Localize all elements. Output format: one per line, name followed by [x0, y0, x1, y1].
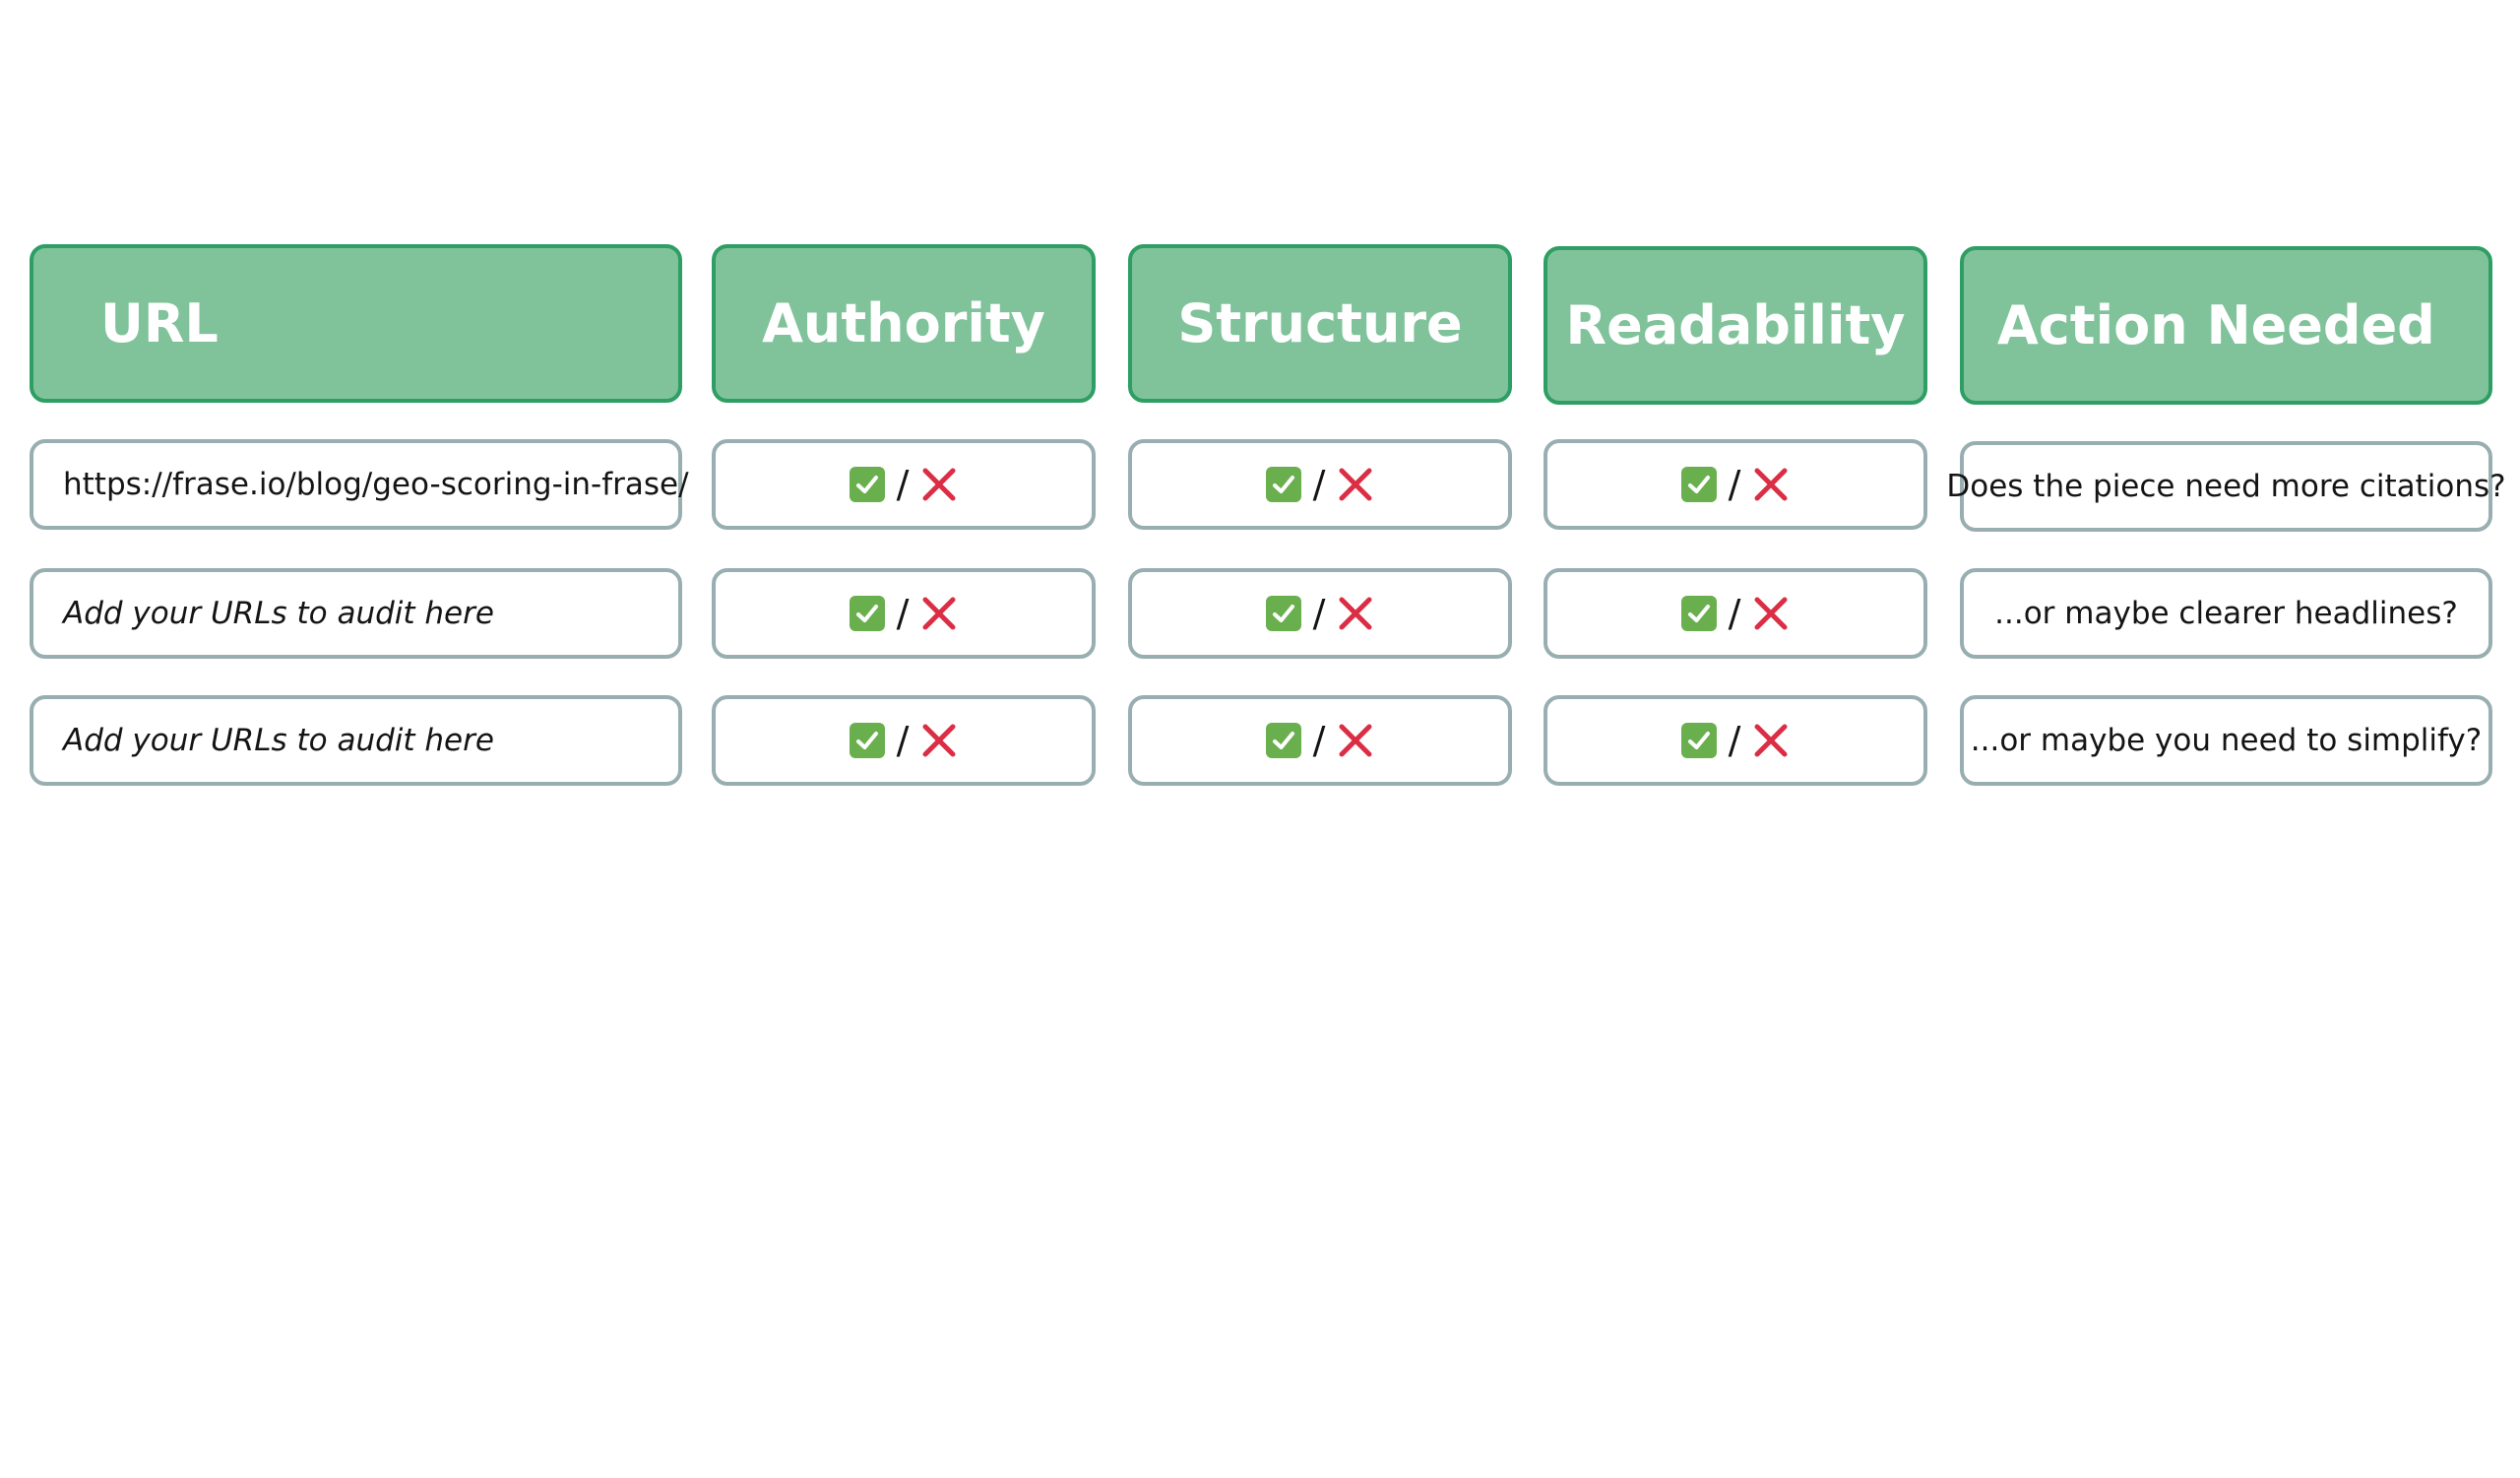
red-cross-icon — [1752, 595, 1790, 632]
action-needed-text: ...or maybe you need to simplify? — [1970, 723, 2483, 758]
separator-slash: / — [896, 463, 910, 506]
red-cross-icon — [920, 595, 958, 632]
green-check-box-icon — [849, 723, 885, 758]
green-check-box-icon — [1265, 723, 1301, 758]
separator-slash: / — [1728, 719, 1741, 762]
red-cross-icon — [1337, 595, 1374, 632]
url-field[interactable]: Add your URLs to audit here — [30, 695, 682, 786]
green-check-box-icon — [1265, 596, 1301, 631]
separator-slash: / — [896, 592, 910, 635]
url-text: Add your URLs to audit here — [63, 596, 494, 631]
readability-status[interactable]: / — [1544, 695, 1927, 786]
separator-slash: / — [1312, 592, 1326, 635]
authority-status[interactable]: / — [712, 695, 1096, 786]
header-action-needed-label: Action Needed — [1997, 294, 2435, 356]
red-cross-icon — [1752, 722, 1790, 759]
green-check-box-icon — [1265, 467, 1301, 502]
header-structure-label: Structure — [1177, 292, 1463, 354]
readability-status[interactable]: / — [1544, 439, 1927, 530]
red-cross-icon — [1337, 466, 1374, 503]
url-text: Add your URLs to audit here — [63, 723, 494, 758]
url-field[interactable]: https://frase.io/blog/geo-scoring-in-fra… — [30, 439, 689, 530]
authority-status[interactable]: / — [712, 568, 1096, 659]
url-text: https://frase.io/blog/geo-scoring-in-fra… — [63, 467, 689, 502]
header-authority-label: Authority — [762, 292, 1045, 354]
separator-slash: / — [896, 719, 910, 762]
green-check-box-icon — [1680, 467, 1717, 502]
red-cross-icon — [920, 466, 958, 503]
action-needed-field[interactable]: ...or maybe you need to simplify? — [1960, 695, 2492, 786]
header-authority: Authority — [712, 244, 1096, 403]
action-needed-field[interactable]: Does the piece need more citations? — [1946, 441, 2506, 532]
green-check-box-icon — [849, 596, 885, 631]
red-cross-icon — [1752, 466, 1790, 503]
readability-status[interactable]: / — [1544, 568, 1927, 659]
separator-slash: / — [1312, 463, 1326, 506]
structure-status[interactable]: / — [1128, 568, 1512, 659]
header-action-needed: Action Needed — [1960, 246, 2492, 405]
action-needed-text: Does the piece need more citations? — [1946, 469, 2506, 504]
header-url: URL — [30, 244, 682, 403]
green-check-box-icon — [1680, 723, 1717, 758]
url-field[interactable]: Add your URLs to audit here — [30, 568, 682, 659]
structure-status[interactable]: / — [1128, 439, 1512, 530]
structure-status[interactable]: / — [1128, 695, 1512, 786]
green-check-box-icon — [1680, 596, 1717, 631]
red-cross-icon — [1337, 722, 1374, 759]
separator-slash: / — [1312, 719, 1326, 762]
header-url-label: URL — [100, 292, 219, 354]
action-needed-field[interactable]: ...or maybe clearer headlines? — [1960, 568, 2492, 659]
action-needed-text: ...or maybe clearer headlines? — [1994, 596, 2458, 631]
header-readability-label: Readability — [1565, 294, 1906, 356]
green-check-box-icon — [849, 467, 885, 502]
authority-status[interactable]: / — [712, 439, 1096, 530]
separator-slash: / — [1728, 463, 1741, 506]
red-cross-icon — [920, 722, 958, 759]
separator-slash: / — [1728, 592, 1741, 635]
header-readability: Readability — [1544, 246, 1927, 405]
header-structure: Structure — [1128, 244, 1512, 403]
